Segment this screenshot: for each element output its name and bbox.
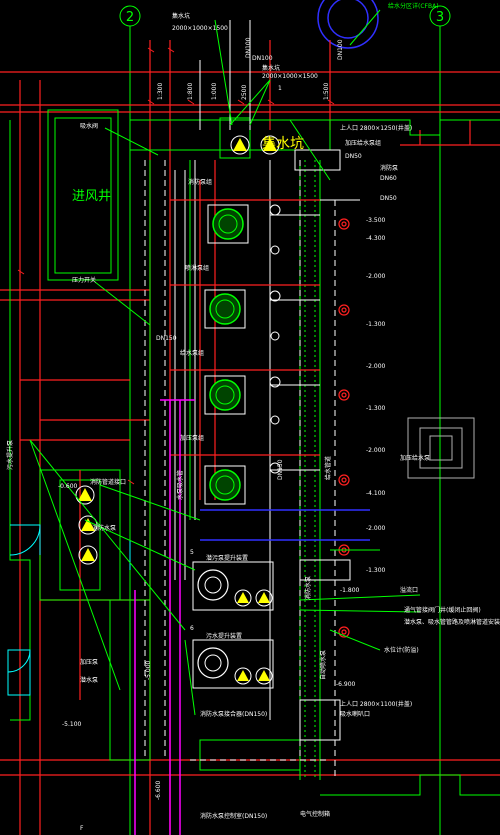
label-pump-d: 加压泵组: [180, 434, 204, 442]
label-left-5: 消防水泵: [92, 524, 116, 532]
label-dn100-a: DN100: [252, 55, 273, 62]
label-note-r8: 通气管接阀门井(缓闭止回阀): [404, 606, 481, 614]
label-right-1: 上人口 2800×1250(井盖): [340, 124, 412, 132]
label-left-9: -5.100: [62, 721, 82, 728]
label-left-3: -0.600: [58, 483, 78, 490]
dashed-lines: [144, 160, 336, 780]
label-lv-5: -2.000: [366, 363, 386, 370]
label-left-4: 消防管道接口: [90, 478, 126, 486]
label-note-r10: 水位计(防溢): [384, 646, 419, 654]
label-lv-3: -2.000: [366, 273, 386, 280]
label-top-mid: 集水坑: [262, 64, 280, 72]
label-pump-a: 消防泵组: [188, 178, 212, 186]
label-top-left-b: 2000×1000×1500: [172, 25, 228, 32]
pump-3: [204, 375, 246, 415]
label-bot-3: 电气控制箱: [300, 810, 330, 818]
vertical-labels: 1:300 1:800 1:000 2500 1:500 DN100 DN100…: [6, 37, 344, 800]
label-note-r12: 吸水喇叭口: [340, 710, 370, 718]
axis-marker-2: 2: [119, 5, 141, 835]
label-left-2: 压力开关: [72, 276, 96, 284]
label-lv-10: -1.300: [366, 567, 386, 574]
red-valves: [338, 218, 350, 638]
red-pipes: [20, 160, 320, 700]
label-lv-1: -3.500: [366, 217, 386, 224]
label-dim-1: 1:300: [157, 83, 164, 100]
room-labels: 集水坑 进风井: [72, 135, 304, 204]
label-note-r2: DN150: [277, 459, 284, 480]
top-pumps: [230, 135, 280, 155]
dim-ticks: [17, 47, 335, 485]
label-dim-5: 1:500: [323, 83, 330, 100]
label-right-2: 加压给水泵组: [345, 139, 381, 147]
label-pump-b: 喷淋泵组: [185, 264, 209, 272]
label-note-r4: 加压给水泵: [400, 454, 430, 462]
label-right-4: 消防泵: [380, 164, 398, 172]
label-bot-1: 消防水泵接合器(DN150): [200, 710, 267, 718]
axis-marker-3: 3: [429, 5, 451, 835]
label-top-right: 给水分区详(CFBA): [388, 2, 439, 10]
svg-text:2: 2: [126, 10, 134, 25]
label-right-3: DN50: [345, 153, 362, 160]
label-lv-14: -6.600: [155, 780, 162, 800]
label-left-8: 污水提升泵: [6, 440, 14, 470]
label-sub-5: 潜污泵提升装置: [206, 554, 248, 562]
label-pump-c: 给水泵组: [180, 349, 204, 357]
label-lv-7: -2.000: [366, 447, 386, 454]
room-pool-label: 集水坑: [262, 135, 304, 152]
label-dim-4: 2500: [241, 85, 248, 100]
label-note-r11: 上人口 2800×1100(井盖): [340, 700, 412, 708]
label-note-r5: 消防水泵: [304, 576, 312, 600]
label-bot-2: 消防水泵控制室(DN150): [200, 812, 267, 820]
label-bottom-mark: F: [80, 825, 84, 832]
label-lv-4: -1.300: [366, 321, 386, 328]
cyan-doors: [7, 524, 131, 696]
room-shaft-label: 进风井: [72, 189, 111, 204]
label-sub-6: 污水提升装置: [206, 632, 242, 640]
label-lv-12: -1.800: [340, 587, 360, 594]
label-6: 6: [190, 625, 194, 632]
pit-square: [407, 417, 475, 479]
label-5: 5: [190, 549, 194, 556]
label-left-1: 吸水阀: [80, 122, 98, 130]
label-top-mid-b: 2000×1000×1500: [262, 73, 318, 80]
label-note-r1: 水泵吸水管: [176, 470, 184, 500]
label-lv-6: -1.300: [366, 405, 386, 412]
label-left-6: 加压泵: [80, 658, 98, 666]
gauges: [269, 204, 281, 474]
label-lv-2: -4.300: [366, 235, 386, 242]
label-right-5: DN60: [380, 175, 397, 182]
label-top-left-a: 集水坑: [172, 12, 190, 20]
label-right-6: DN50: [380, 195, 397, 202]
lift-unit-5: [192, 561, 274, 611]
leader-lines: [29, 9, 421, 716]
pump-1: [207, 204, 249, 244]
magenta-pipes: [134, 399, 195, 835]
manhole-circle: [317, 0, 379, 49]
label-dn100-c: DN100: [337, 39, 344, 60]
label-note-r9: 潜水泵、吸水管管路及喷淋管道安装: [404, 618, 500, 626]
label-dn150: DN150: [156, 335, 177, 342]
blue-pipes: [200, 509, 370, 541]
label-lv-8: -4.100: [366, 490, 386, 497]
label-lv-11: -6.900: [336, 681, 356, 688]
label-lv-13: -5.000: [145, 660, 152, 680]
label-note-r6: 自动喷水泵: [319, 650, 327, 680]
lift-unit-6: [192, 639, 274, 689]
label-lv-9: -2.000: [366, 525, 386, 532]
label-note-r7: 溢流口: [400, 586, 418, 594]
label-top-num: 1: [278, 85, 282, 92]
label-dim-2: 1:800: [187, 83, 194, 100]
label-dn100-b: DN100: [245, 37, 252, 58]
svg-text:3: 3: [436, 10, 444, 25]
annotation-labels: 集水坑 2000×1000×1500 DN100 集水坑 2000×1000×1…: [58, 2, 500, 832]
pump-4: [204, 465, 246, 505]
pump-2: [204, 289, 246, 329]
left-pumps: [75, 485, 98, 565]
label-note-r3: 给水管道: [324, 456, 332, 480]
label-left-7: 潜水泵: [80, 676, 98, 684]
label-dim-3: 1:000: [211, 83, 218, 100]
